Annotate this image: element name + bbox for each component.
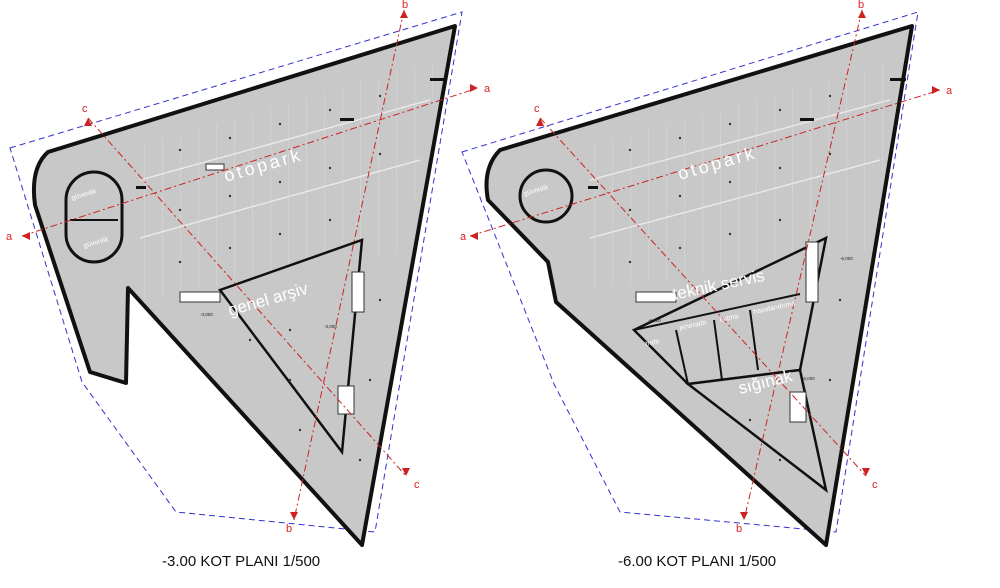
- column-dots-right: [628, 94, 842, 462]
- section-mark-a-left-2: a: [460, 231, 467, 243]
- section-mark-a-right: a: [484, 83, 491, 95]
- caption-minus3: -3.00 KOT PLANI 1/500: [162, 553, 320, 570]
- security-capsule-left: [64, 170, 124, 264]
- plan-minus6: a a c c b b otopark teknik servis sığına…: [460, 0, 953, 570]
- level-right-a: -6,000: [648, 318, 661, 323]
- section-mark-c-top-2: c: [534, 103, 540, 115]
- level-right-c: -6,000: [802, 376, 815, 381]
- section-mark-c-top: c: [82, 103, 88, 115]
- section-mark-b-top: b: [402, 0, 408, 11]
- section-mark-b-bottom: b: [286, 523, 292, 535]
- label-isitma: ısıtma: [719, 313, 739, 324]
- section-mark-c-bottom: c: [414, 479, 420, 491]
- column-dots-left: [178, 94, 382, 462]
- site-boundary-left: [9, 11, 463, 533]
- section-mark-a-left: a: [6, 231, 13, 243]
- section-mark-b-bottom-2: b: [736, 523, 742, 535]
- section-mark-b-top-2: b: [858, 0, 864, 11]
- section-mark-c-bottom-2: c: [872, 479, 878, 491]
- caption-minus6: -6.00 KOT PLANI 1/500: [618, 553, 776, 570]
- level-right-b: -6,000: [840, 256, 853, 261]
- label-trafo: trafo: [645, 338, 660, 348]
- section-lines-left: [21, 9, 479, 521]
- section-mark-a-right-2: a: [946, 85, 953, 97]
- section-lines-right: [469, 9, 941, 521]
- site-boundary-right: [461, 11, 919, 533]
- level-left-a: -3,000: [200, 312, 213, 317]
- plan-minus3: a a c c b b otopark genel arşiv güvenlik…: [6, 0, 491, 570]
- level-left-b: -3,000: [324, 324, 337, 329]
- security-capsule-right: [518, 168, 574, 224]
